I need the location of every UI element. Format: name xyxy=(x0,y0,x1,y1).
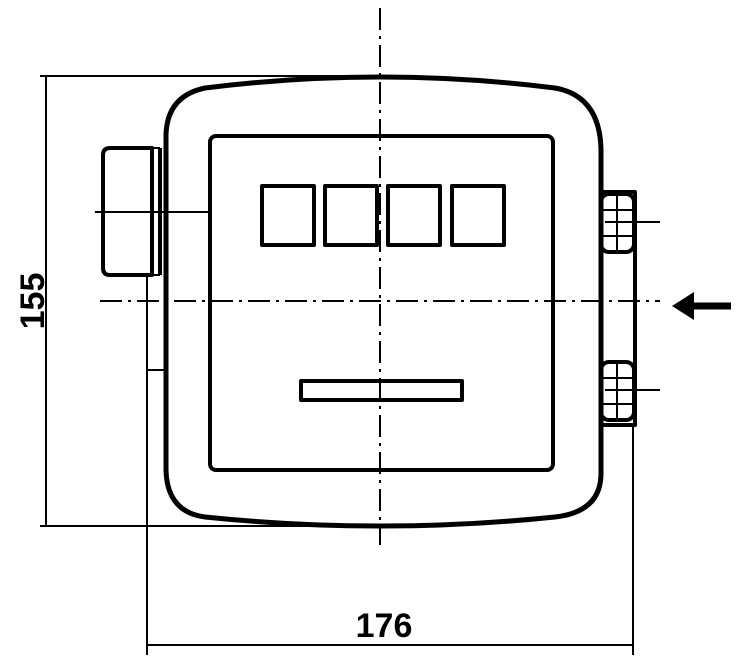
display-face xyxy=(208,134,555,472)
height-dimension: 155 xyxy=(14,75,380,527)
inlet-flange xyxy=(599,190,660,427)
knob-shaft xyxy=(146,275,166,371)
lower-fitting xyxy=(599,360,660,422)
width-label: 176 xyxy=(356,607,413,645)
upper-fitting xyxy=(599,192,660,254)
meter-housing xyxy=(163,74,604,529)
height-label: 155 xyxy=(14,273,52,330)
counter-window-1 xyxy=(260,184,316,247)
reset-knob xyxy=(95,146,210,277)
left-arrow-icon xyxy=(672,292,731,320)
width-dimension: 176 xyxy=(146,370,634,655)
counter-window-3 xyxy=(386,184,442,247)
counter-window-2 xyxy=(323,184,379,247)
counter-window-4 xyxy=(450,184,506,247)
reset-slot xyxy=(299,379,464,402)
